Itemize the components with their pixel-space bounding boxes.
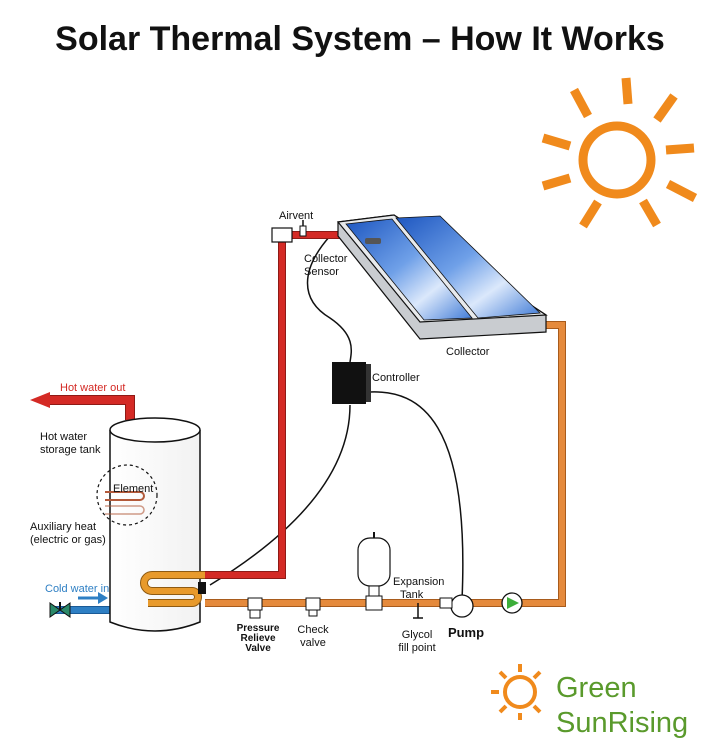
collector-sensor-label: Collector	[304, 253, 348, 265]
element-icon	[96, 464, 158, 526]
logo-sun-icon	[491, 664, 542, 720]
element-label: Element	[113, 483, 153, 495]
aux-heat-label: Auxiliary heat	[30, 521, 96, 533]
storage-tank-label: Hot water	[40, 431, 87, 443]
logo-text-line2: SunRising	[556, 707, 688, 739]
pump-icon	[439, 594, 474, 618]
collector-sensor-icon	[365, 238, 381, 244]
expansion-tank-label-2: Tank	[400, 589, 424, 601]
check-valve-label: Check	[297, 624, 329, 636]
cold-water-in-label: Cold water in	[45, 583, 109, 595]
controller-label: Controller	[372, 372, 420, 384]
storage-tank	[109, 417, 201, 632]
collector-panel	[336, 214, 548, 340]
hot-supply-pipe	[205, 231, 340, 579]
collector-label: Collector	[446, 346, 490, 358]
pressure-valve-label-3: Valve	[245, 643, 271, 654]
expansion-tank-label: Expansion	[393, 576, 444, 588]
check-valve-label-2: valve	[300, 637, 326, 649]
airvent-label: Airvent	[279, 210, 313, 222]
pressure-valve-label: Pressure	[237, 623, 280, 634]
pressure-valve-label-2: Relieve	[240, 633, 275, 644]
check-valve-icon	[305, 597, 321, 617]
glycol-fill-point-icon	[413, 603, 423, 619]
expansion-tank-icon	[357, 532, 391, 611]
airvent-icon	[271, 220, 307, 243]
inlet-valve-icon	[49, 602, 71, 618]
pump-label: Pump	[448, 625, 484, 640]
logo-text-line1: Green	[556, 672, 637, 704]
hot-water-out-label: Hot water out	[60, 382, 125, 394]
flow-indicator-icon	[501, 592, 523, 614]
glycol-label: Glycol	[402, 629, 433, 641]
element-wire	[209, 404, 351, 586]
collector-sensor-label-2: Sensor	[304, 266, 339, 278]
glycol-return-pipe	[205, 321, 566, 607]
page-title: Solar Thermal System – How It Works	[55, 20, 665, 58]
aux-heat-label-2: (electric or gas)	[30, 534, 106, 546]
pressure-relieve-valve-icon	[247, 597, 263, 619]
pump-wire	[369, 391, 464, 601]
hot-water-out-pipe	[30, 392, 135, 420]
sensor-wire	[306, 235, 352, 363]
heat-exchanger-coil-icon	[140, 571, 206, 607]
sun-icon	[541, 77, 698, 229]
storage-tank-label-2: storage tank	[40, 444, 101, 456]
glycol-label-2: fill point	[398, 642, 435, 654]
controller-box	[332, 362, 371, 404]
